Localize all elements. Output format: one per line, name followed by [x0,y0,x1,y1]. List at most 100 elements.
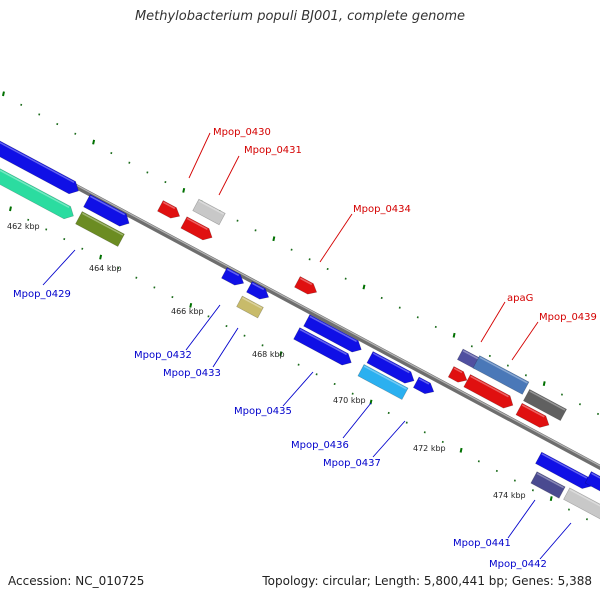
tick-mark-inner [459,447,463,453]
gene-label-mpop-0436[interactable]: Mpop_0436 [291,440,349,451]
gene-label-mpop-0437[interactable]: Mpop_0437 [323,458,381,469]
scale-label-464: 464 kbp [89,264,122,273]
gene-mpop-0428-c[interactable] [83,194,133,229]
gene-mpop-0432-b[interactable] [246,281,271,303]
gene-mpop-0442-b[interactable] [584,471,600,493]
gene-mpop-0441-a[interactable] [535,451,594,492]
gene-mpop-0428-b-body [0,157,74,220]
gene-features [0,132,600,521]
gene-mpop-0439-b-body [515,402,550,428]
gene-mpop-0436[interactable] [357,364,409,400]
gene-mpop-0435[interactable] [293,327,355,369]
gene-label-mpop-0432[interactable]: Mpop_0432 [134,350,192,361]
scale-label-462: 462 kbp [7,222,40,231]
gene-mpop-0439-a-body [447,366,468,383]
gene-mpop-0436-a-shine [372,352,410,374]
gene-mpop-0440-body [523,388,567,422]
gene-mpop-0429-body [75,211,125,247]
gene-mpop-0441[interactable] [530,471,566,499]
gene-mpop-0436-body [357,364,409,400]
gene-label-apag[interactable]: apaG [507,293,533,304]
gene-label-mpop-0435[interactable]: Mpop_0435 [234,406,292,417]
tick-mark-inner [279,351,283,357]
gene-mpop-0432[interactable] [221,267,246,289]
label-leader-line [480,301,506,343]
gene-mpop-0436-shine [363,365,407,390]
label-leader-line [42,249,76,286]
label-leader-line [188,132,211,179]
gene-mpop-0442[interactable] [563,487,600,521]
gene-mpop-0439-a-shine [453,367,463,374]
gene-mpop-0432-b-body [246,281,270,300]
gene-mpop-0434-body [294,276,318,295]
map-title: Methylobacterium populi BJ001, complete … [134,9,466,24]
gene-mpop-0440[interactable] [523,388,567,422]
gene-mpop-0428-c-body [83,194,130,227]
gene-mpop-0436-a[interactable] [366,351,417,386]
scale-label-472: 472 kbp [413,444,446,453]
gene-mpop-0439-a[interactable] [447,366,470,385]
gene-label-mpop-0439[interactable]: Mpop_0439 [539,312,597,323]
tick-ring-inner [9,206,588,521]
gene-mpop-0428-a[interactable] [0,132,82,197]
gene-mpop-0442-b-shine [591,472,600,483]
gene-mpop-0435-a[interactable] [303,314,365,356]
gene-mpop-0439-b-shine [521,404,545,418]
gene-mpop-0430[interactable] [157,200,182,222]
gene-mpop-0428-b-shine [0,158,70,209]
gene-mpop-0439-shine [470,375,509,398]
gene-mpop-0435-a-shine [309,315,357,343]
scale-label-468: 468 kbp [252,350,285,359]
gene-label-mpop-0430[interactable]: Mpop_0430 [213,127,271,138]
gene-mpop-0441-a-shine [541,453,588,479]
label-leaders [42,132,572,560]
gene-mpop-0431[interactable] [192,198,226,226]
gene-mpop-0428-a-shine [0,133,75,184]
gene-mpop-0431-b[interactable] [180,216,215,244]
gene-mpop-0435-shine [299,328,347,356]
gene-mpop-0439-b[interactable] [515,402,552,431]
gene-label-mpop-0433[interactable]: Mpop_0433 [163,368,221,379]
label-leader-line [185,304,221,351]
gene-mpop-0433[interactable] [236,295,264,319]
gene-mpop-0429-shine [81,212,124,236]
tick-mark-outer [182,187,186,193]
gene-mpop-0439[interactable] [463,374,516,412]
gene-mpop-0430-shine [162,201,176,210]
tick-mark-outer [542,381,546,387]
accession-text: Accession: NC_010725 [8,574,145,588]
tick-mark-outer [362,284,366,290]
gene-mpop-0428-b[interactable] [0,157,77,222]
topology-text: Topology: circular; Length: 5,800,441 bp… [262,574,592,588]
gene-mpop-0442-body [563,487,600,521]
gene-label-mpop-0434[interactable]: Mpop_0434 [353,204,411,215]
gene-mpop-0441-a-body [535,451,592,489]
gene-mpop-0431-b-shine [186,217,208,231]
tick-mark-inner [9,206,12,212]
gene-mpop-0435-a-body [303,314,362,353]
genome-backbone-highlight [0,143,600,467]
gene-mpop-0429[interactable] [75,211,125,247]
gene-label-mpop-0441[interactable]: Mpop_0441 [453,538,511,549]
gene-mpop-0439-body [463,374,514,409]
gene-label-mpop-0431[interactable]: Mpop_0431 [244,145,302,156]
gene-mpop-0433-shine [242,297,263,309]
gene-mpop-0431-body [192,198,226,226]
gene-mpop-0435-body [293,327,352,366]
gene-label-mpop-0429[interactable]: Mpop_0429 [13,289,71,300]
gene-mpop-0437[interactable] [412,376,436,397]
gene-apag-b[interactable] [472,355,530,395]
gene-mpop-0441-shine [536,472,564,489]
gene-mpop-0434[interactable] [294,276,319,298]
label-leader-line [342,402,372,439]
tick-mark-outer [272,236,276,242]
gene-label-mpop-0442[interactable]: Mpop_0442 [489,559,547,570]
scale-label-474: 474 kbp [493,491,526,500]
gene-mpop-0428-c-shine [89,195,126,216]
gene-mpop-0442-b-body [584,471,600,493]
label-leader-line [511,321,539,361]
genome-backbone [0,142,600,471]
gene-mpop-0434-shine [299,277,313,286]
tick-mark-inner [189,302,193,308]
